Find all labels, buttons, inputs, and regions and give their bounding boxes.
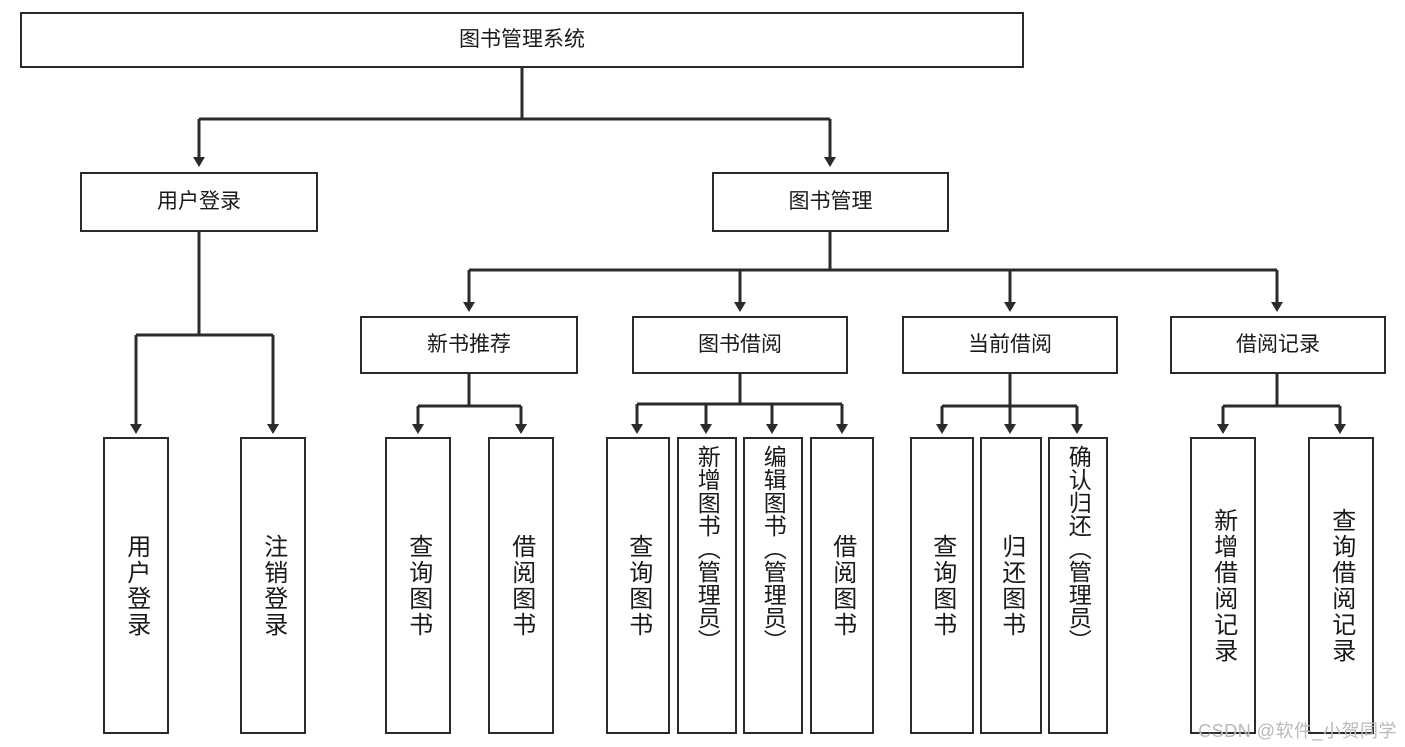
node-new-book-rec-label: 新书推荐 xyxy=(427,332,511,356)
leaf-borrow-book-2-label: 借阅图书 xyxy=(828,533,856,638)
leaf-add-record-label: 新增借阅记录 xyxy=(1209,507,1237,664)
leaf-query-book-2[interactable]: 查询图书 xyxy=(606,437,670,734)
leaf-query-book-1[interactable]: 查询图书 xyxy=(385,437,451,734)
leaf-return-book-label: 归还图书 xyxy=(997,533,1025,638)
node-current-borrow[interactable]: 当前借阅 xyxy=(902,316,1118,374)
leaf-confirm-return-label: 确认归还（管理员） xyxy=(1065,445,1092,652)
leaf-add-book-label: 新增图书（管理员） xyxy=(694,445,721,652)
csdn-watermark: CSDN @软件_小贺同学 xyxy=(1198,721,1397,741)
node-borrow-record-label: 借阅记录 xyxy=(1236,332,1320,356)
node-user-login-label: 用户登录 xyxy=(157,189,241,213)
leaf-query-record[interactable]: 查询借阅记录 xyxy=(1308,437,1374,734)
leaf-user-login-label: 用户登录 xyxy=(122,533,150,638)
node-root[interactable]: 图书管理系统 xyxy=(20,12,1024,68)
node-book-mgmt[interactable]: 图书管理 xyxy=(712,172,949,232)
leaf-edit-book-label: 编辑图书（管理员） xyxy=(760,445,787,652)
node-book-borrow[interactable]: 图书借阅 xyxy=(632,316,848,374)
leaf-query-book-3[interactable]: 查询图书 xyxy=(910,437,974,734)
node-book-mgmt-label: 图书管理 xyxy=(788,189,873,213)
leaf-user-logout[interactable]: 注销登录 xyxy=(240,437,306,734)
leaf-query-book-1-label: 查询图书 xyxy=(404,533,432,638)
node-current-borrow-label: 当前借阅 xyxy=(968,332,1052,356)
leaf-borrow-book-1-label: 借阅图书 xyxy=(507,533,535,638)
node-new-book-rec[interactable]: 新书推荐 xyxy=(360,316,578,374)
leaf-user-logout-label: 注销登录 xyxy=(259,533,287,638)
node-root-label: 图书管理系统 xyxy=(459,27,585,51)
leaf-edit-book[interactable]: 编辑图书（管理员） xyxy=(743,437,803,734)
leaf-user-login[interactable]: 用户登录 xyxy=(103,437,169,734)
leaf-query-book-3-label: 查询图书 xyxy=(928,533,956,638)
node-borrow-record[interactable]: 借阅记录 xyxy=(1170,316,1386,374)
leaf-query-record-label: 查询借阅记录 xyxy=(1327,507,1355,664)
leaf-confirm-return[interactable]: 确认归还（管理员） xyxy=(1048,437,1108,734)
leaf-add-book[interactable]: 新增图书（管理员） xyxy=(677,437,737,734)
node-book-borrow-label: 图书借阅 xyxy=(698,332,782,356)
leaf-add-record[interactable]: 新增借阅记录 xyxy=(1190,437,1256,734)
node-user-login[interactable]: 用户登录 xyxy=(80,172,318,232)
leaf-borrow-book-1[interactable]: 借阅图书 xyxy=(488,437,554,734)
leaf-query-book-2-label: 查询图书 xyxy=(624,533,652,638)
leaf-borrow-book-2[interactable]: 借阅图书 xyxy=(810,437,874,734)
leaf-return-book[interactable]: 归还图书 xyxy=(980,437,1042,734)
